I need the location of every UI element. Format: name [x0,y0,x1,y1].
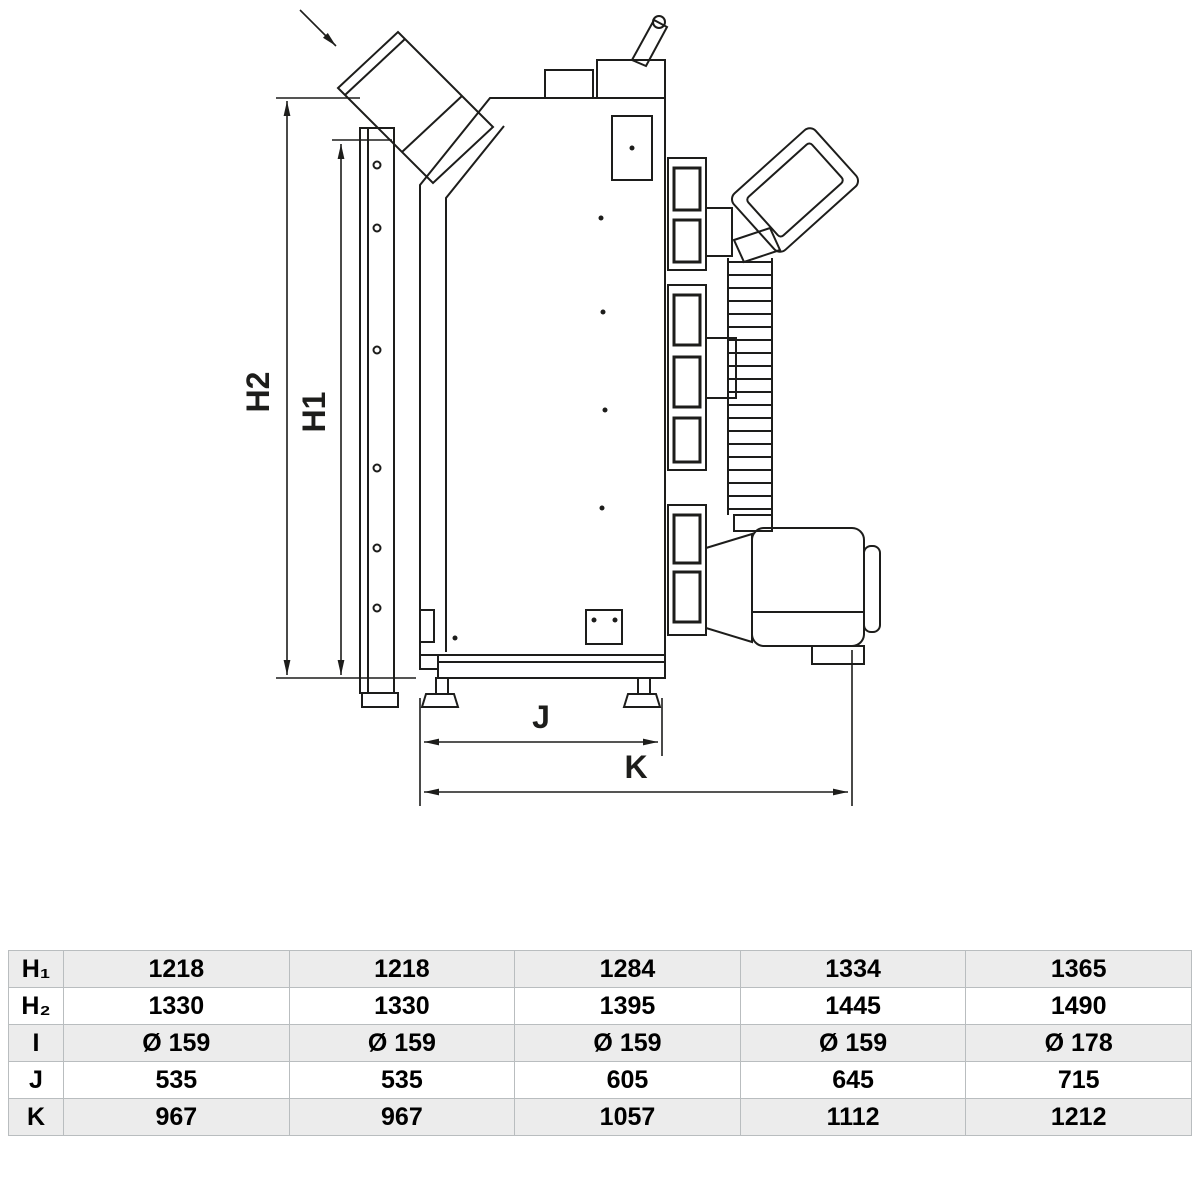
right-flanges [667,157,737,636]
table-row-h1: H₁ 1218 1218 1284 1334 1365 [8,950,1192,988]
lever-handle [630,18,669,68]
k-value-4: 1112 [739,1098,967,1136]
row-label-j: J [8,1061,64,1099]
row-label-k: K [8,1098,64,1136]
boiler-diagram: H2 H1 J K [240,9,881,806]
table-row-j: J 535 535 605 645 715 [8,1061,1192,1099]
i-value-1: Ø 159 [63,1024,290,1062]
table-row-i: I Ø 159 Ø 159 Ø 159 Ø 159 Ø 178 [8,1024,1192,1062]
dim-label-h1: H1 [296,392,332,433]
row-label-i: I [8,1024,64,1062]
h2-value-4: 1445 [739,987,967,1025]
row-label-h1: H₁ [8,950,64,988]
rivet-dots [452,145,635,641]
back-panel [359,127,399,708]
burner-assembly [705,527,881,665]
dimensions-table: H₁ 1218 1218 1284 1334 1365 H₂ 1330 1330… [8,950,1192,1136]
flue-diameter-arrow [299,9,337,47]
h1-value-2: 1218 [288,950,516,988]
right-foot [622,693,662,708]
fan-assembly [730,127,860,264]
i-value-3: Ø 159 [514,1024,741,1062]
table-row-h2: H₂ 1330 1330 1395 1445 1490 [8,987,1192,1025]
j-value-3: 605 [514,1061,741,1099]
row-label-h2: H₂ [8,987,64,1025]
k-value-1: 967 [63,1098,290,1136]
j-value-1: 535 [63,1061,290,1099]
boiler-body [419,15,669,656]
dimension-lines [276,9,853,806]
h2-value-5: 1490 [965,987,1192,1025]
i-value-2: Ø 159 [288,1024,516,1062]
dim-label-k: K [624,749,647,785]
corrugated-hose [727,258,773,532]
j-value-4: 645 [739,1061,967,1099]
h1-value-5: 1365 [965,950,1192,988]
dim-label-h2: H2 [240,372,276,413]
h1-value-3: 1284 [514,950,741,988]
j-value-2: 535 [288,1061,516,1099]
i-value-4: Ø 159 [739,1024,967,1062]
left-foot [420,693,460,708]
h1-value-1: 1218 [63,950,290,988]
i-value-5: Ø 178 [965,1024,1192,1062]
h2-value-2: 1330 [288,987,516,1025]
chimney-flue [336,30,495,185]
dim-label-j: J [532,699,550,735]
boiler-technical-drawing: H2 H1 J K [240,9,881,806]
k-value-3: 1057 [514,1098,741,1136]
h2-value-1: 1330 [63,987,290,1025]
k-value-2: 967 [288,1098,516,1136]
h1-value-4: 1334 [739,950,967,988]
h2-value-3: 1395 [514,987,741,1025]
table-row-k: K 967 967 1057 1112 1212 [8,1098,1192,1136]
k-value-5: 1212 [965,1098,1192,1136]
base-frame [419,654,666,708]
j-value-5: 715 [965,1061,1192,1099]
